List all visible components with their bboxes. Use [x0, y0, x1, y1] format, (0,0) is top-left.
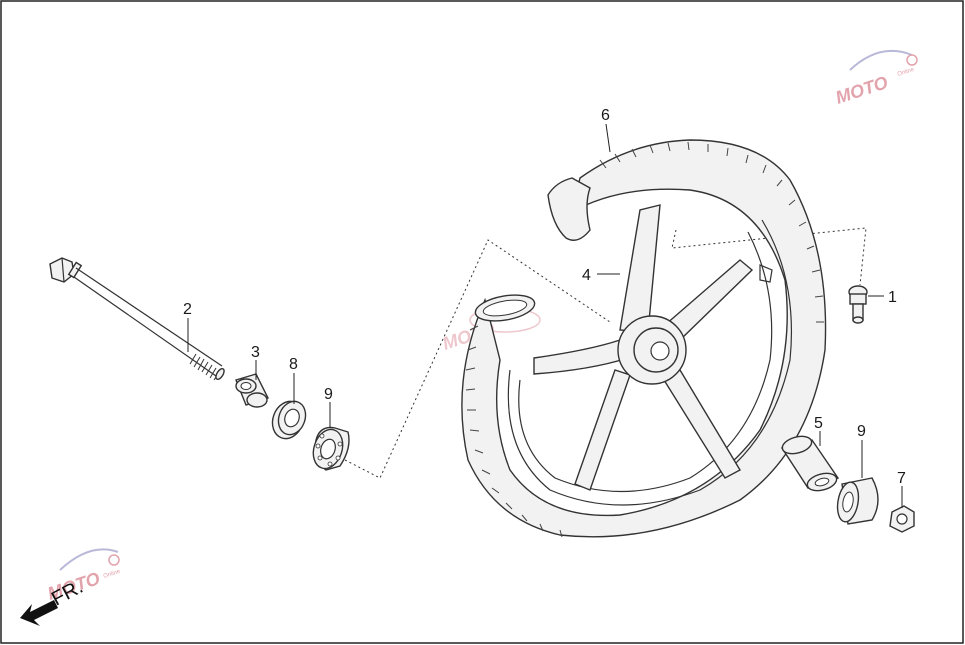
- tire-valve: [848, 285, 868, 324]
- distance-collar: [780, 435, 840, 492]
- callout-8: 8: [289, 356, 298, 373]
- bearing-left: [312, 426, 350, 471]
- leader-lines: [187, 123, 903, 508]
- oil-seal: [271, 400, 307, 440]
- callout-1: 1: [888, 289, 897, 306]
- callout-9-left: 9: [324, 386, 333, 403]
- watermark-subtext-top: Online: [897, 67, 916, 78]
- callout-9-right: 9: [857, 423, 866, 440]
- callout-2: 2: [183, 301, 192, 318]
- callout-3: 3: [251, 344, 260, 361]
- front-arrow-icon: [20, 600, 58, 626]
- callout-4: 4: [582, 267, 591, 284]
- bearing-right: [836, 477, 879, 525]
- axle-nut: [889, 505, 915, 533]
- watermark-subtext-bottom: Online: [103, 569, 122, 580]
- callout-5: 5: [814, 415, 823, 432]
- callout-7: 7: [897, 470, 906, 487]
- callout-6: 6: [601, 107, 610, 124]
- assembly-line-axle: [344, 239, 611, 479]
- axle-bolt: [49, 257, 225, 381]
- wheel-rim: [461, 139, 827, 538]
- collar-spacer: [235, 373, 269, 408]
